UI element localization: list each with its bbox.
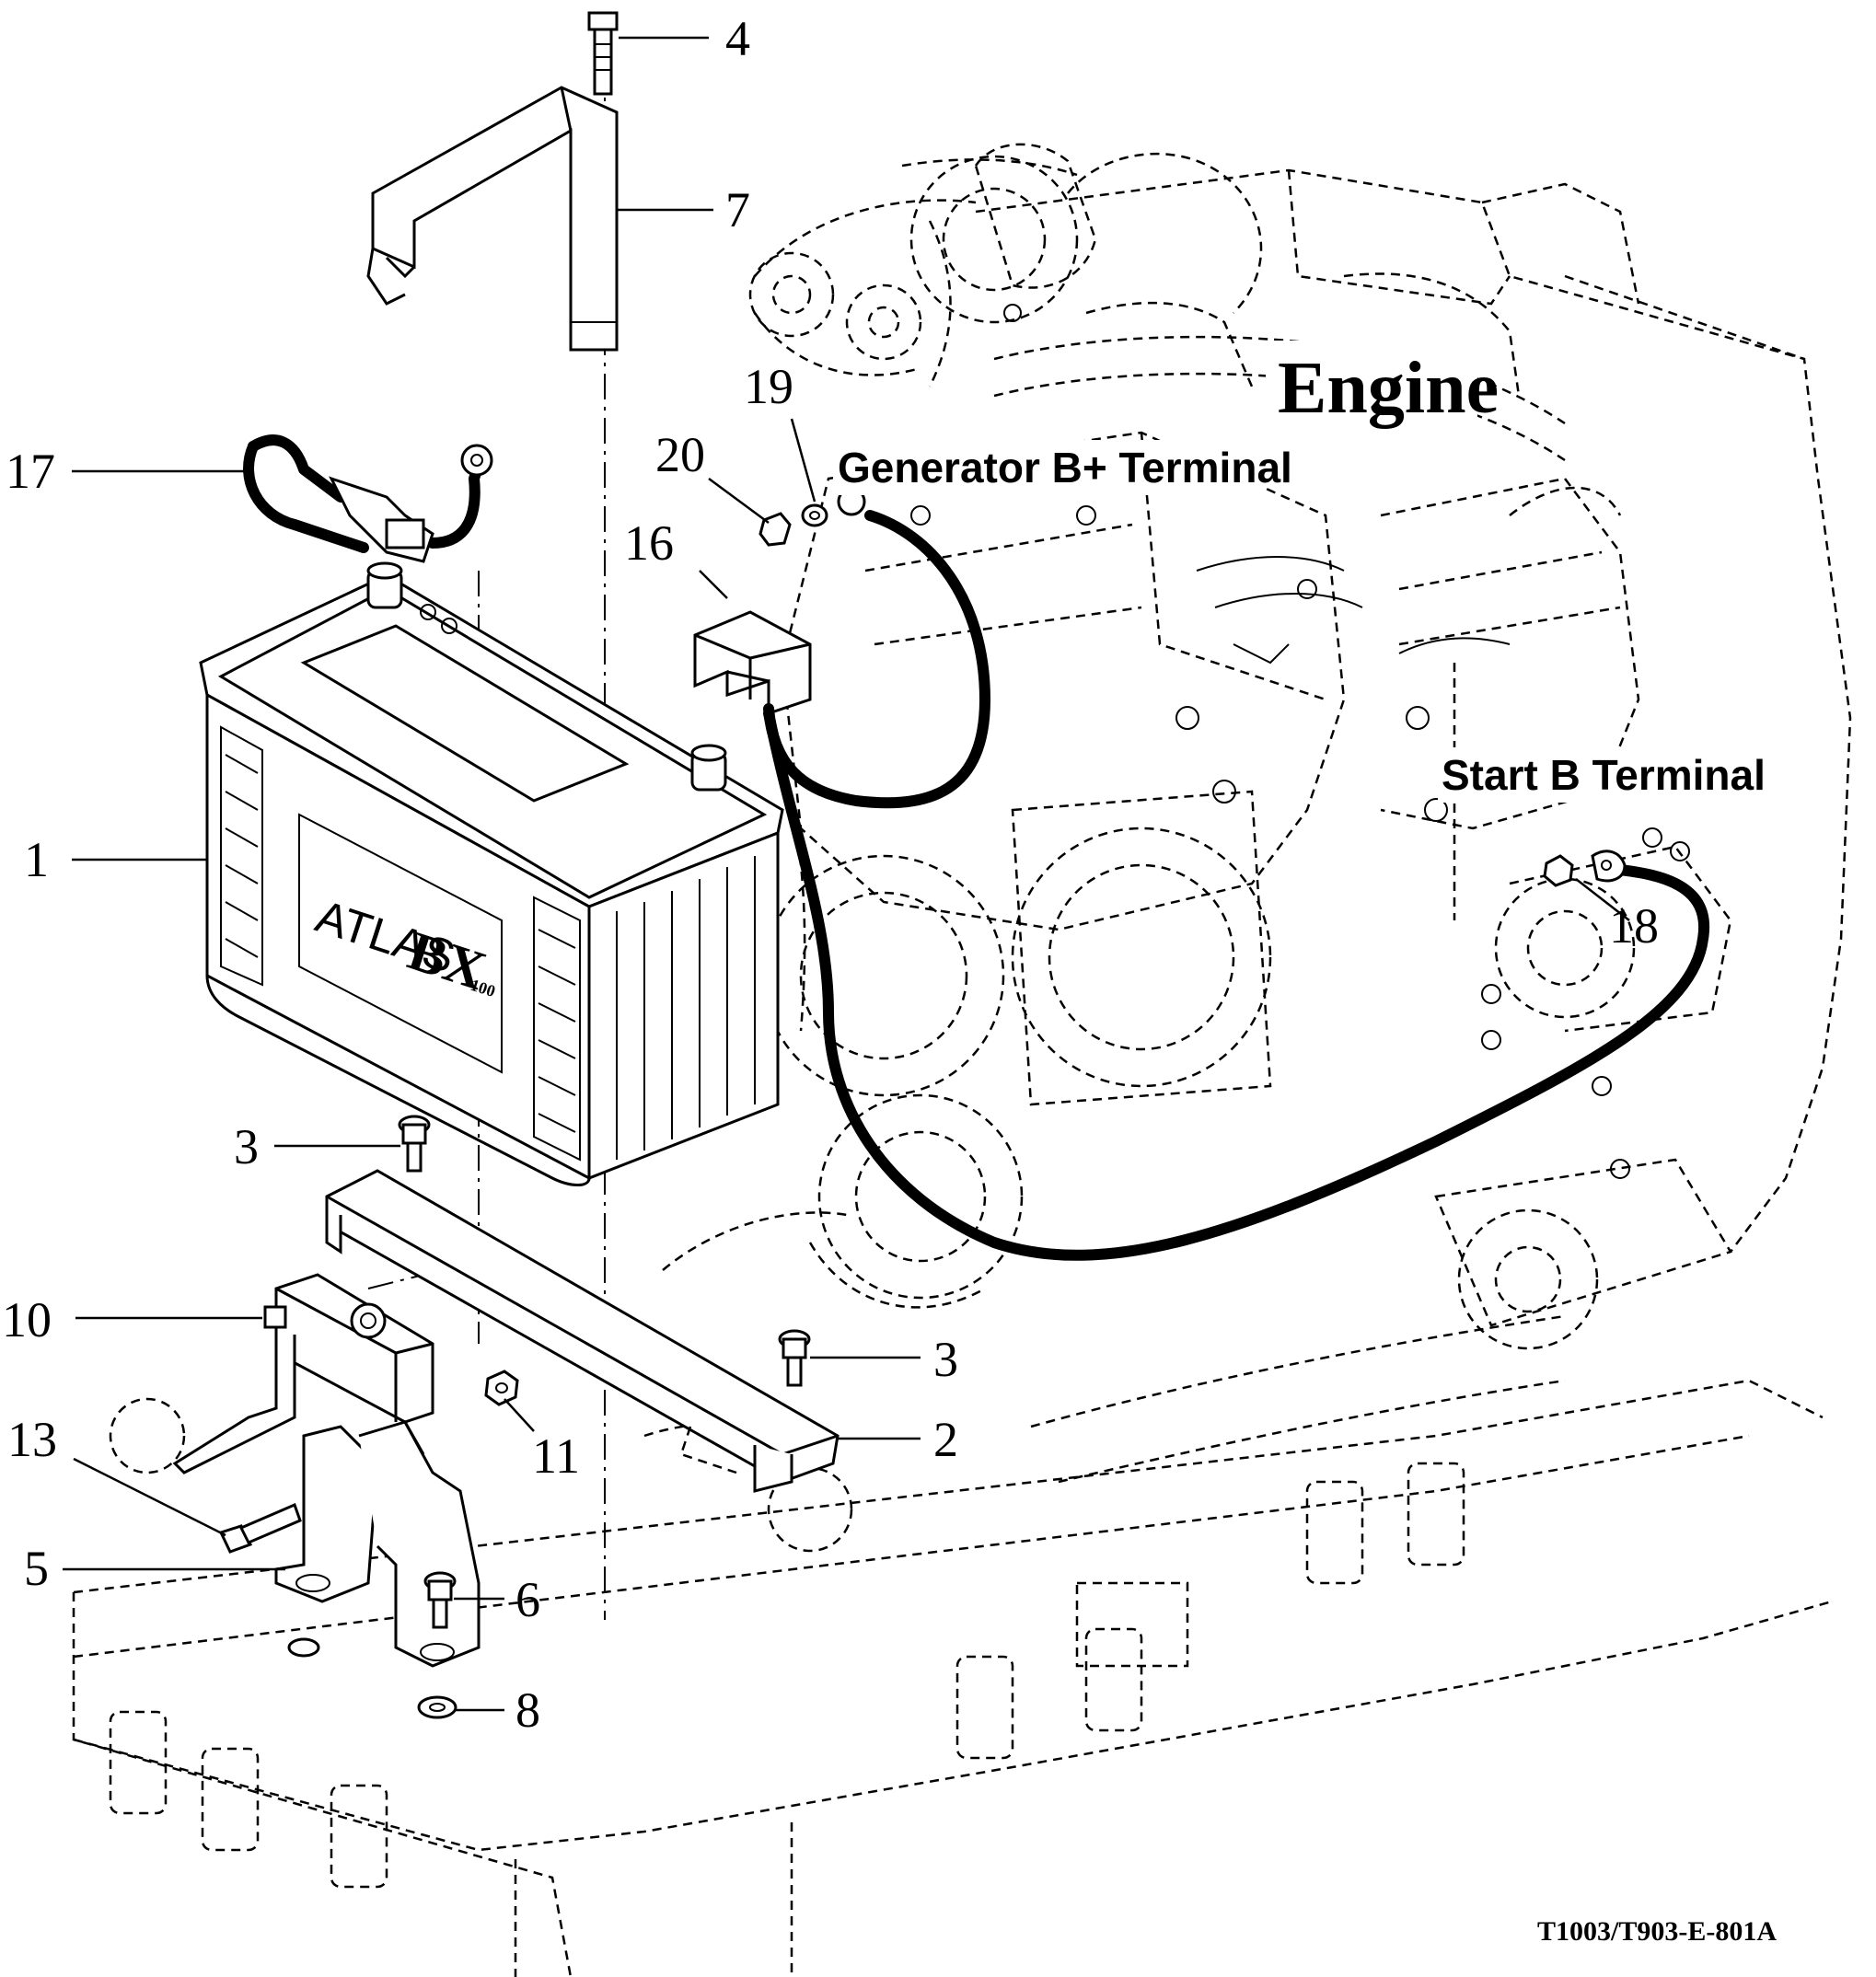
diagram-labels: Engine Generator B+ Terminal Start B Ter… [833, 341, 1777, 1947]
start-terminal-label: Start B Terminal [1442, 751, 1766, 799]
battery-strap-part-7 [366, 86, 619, 352]
support-bracket-part-5 [274, 1420, 481, 1668]
callout-13: 13 [7, 1412, 57, 1467]
bolt-part-6 [423, 1571, 457, 1629]
bolt-part-4 [587, 11, 619, 96]
terminal-cover-part-16 [693, 610, 812, 716]
leader-lines [63, 36, 1630, 1712]
bolt-part-3-lower [778, 1329, 811, 1387]
callout-17: 17 [6, 444, 55, 499]
callout-3-upper: 3 [234, 1119, 259, 1174]
nut-part-11 [484, 1370, 519, 1406]
callout-16: 16 [624, 515, 674, 571]
callout-19: 19 [744, 359, 793, 414]
nut-washer-19-20 [759, 503, 828, 547]
bolt-part-3-upper [398, 1115, 431, 1173]
engine-label: Engine [1278, 348, 1499, 429]
callout-6: 6 [515, 1572, 540, 1627]
washer-part-8 [417, 1695, 457, 1719]
callout-5: 5 [24, 1541, 49, 1596]
callout-20: 20 [655, 427, 705, 482]
generator-terminal-label: Generator B+ Terminal [838, 444, 1292, 491]
callout-4: 4 [725, 11, 750, 66]
battery-holder-part-2 [325, 1169, 840, 1493]
callout-1: 1 [24, 832, 49, 887]
callout-8: 8 [515, 1682, 540, 1738]
bolt-part-13 [218, 1502, 302, 1554]
callout-18: 18 [1609, 898, 1659, 954]
callout-7: 7 [725, 182, 750, 237]
positive-cables [763, 487, 1710, 1261]
figure-id: T1003/T903-E-801A [1537, 1916, 1777, 1947]
callout-2: 2 [933, 1412, 958, 1467]
callout-11: 11 [532, 1428, 580, 1484]
negative-cable-part-17 [243, 434, 493, 563]
clamp-bracket-part-10 [172, 1273, 434, 1474]
callout-10: 10 [2, 1292, 52, 1347]
battery-part-1 [199, 561, 784, 1186]
callout-numbers: 4 7 19 20 17 16 1 18 3 10 3 11 2 13 5 6 … [2, 11, 1659, 1738]
callout-3-lower: 3 [933, 1332, 958, 1387]
